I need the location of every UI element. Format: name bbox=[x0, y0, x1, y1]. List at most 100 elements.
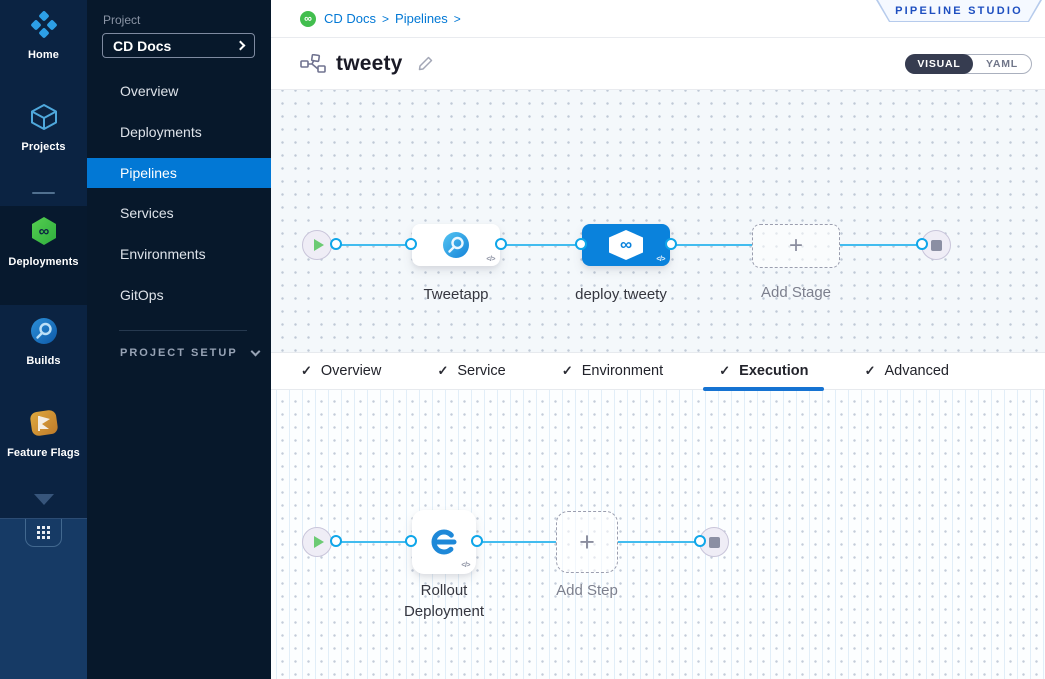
check-icon: ✓ bbox=[301, 363, 312, 378]
code-icon[interactable]: </> bbox=[486, 256, 495, 263]
edit-pencil-icon[interactable] bbox=[417, 55, 434, 72]
sidebar-bottom-divider bbox=[0, 518, 87, 519]
infinity-glyph: ∞ bbox=[619, 235, 633, 254]
breadcrumb-separator: > bbox=[453, 11, 461, 26]
breadcrumb-project-link[interactable]: CD Docs bbox=[324, 11, 377, 26]
connector-port[interactable] bbox=[471, 535, 483, 547]
project-name: CD Docs bbox=[113, 37, 172, 54]
sidebar-item-label: Feature Flags bbox=[7, 447, 80, 459]
project-section-label: Project bbox=[103, 13, 141, 27]
menu-label: GitOps bbox=[120, 287, 164, 303]
edge bbox=[501, 244, 581, 246]
module-sidebar: Home Projects ∞ Deployments bbox=[0, 0, 87, 679]
check-icon: ✓ bbox=[561, 363, 573, 378]
tab-label: Environment bbox=[581, 363, 664, 379]
connector-port[interactable] bbox=[330, 535, 342, 547]
toggle-yaml[interactable]: YAML bbox=[986, 58, 1018, 70]
edge bbox=[618, 541, 700, 543]
step-node-rollout-deployment[interactable]: </> bbox=[412, 510, 476, 574]
active-tab-underline bbox=[703, 387, 825, 391]
breadcrumb: ∞ CD Docs > Pipelines > PIPELINE STUDIO bbox=[271, 0, 1045, 38]
tab-advanced[interactable]: ✓ Advanced bbox=[865, 352, 949, 390]
pipeline-name: tweety bbox=[336, 51, 403, 75]
tab-label: Advanced bbox=[884, 363, 949, 379]
sidebar-item-gitops[interactable]: GitOps bbox=[87, 280, 271, 310]
edge bbox=[336, 541, 411, 543]
tab-label: Execution bbox=[739, 363, 809, 379]
menu-label: Pipelines bbox=[120, 165, 177, 181]
sidebar-item-deployments[interactable]: ∞ Deployments bbox=[0, 215, 87, 268]
sidebar-item-feature-flags[interactable]: Feature Flags bbox=[0, 408, 87, 459]
sidebar-item-pipelines[interactable]: Pipelines bbox=[87, 158, 271, 188]
connector-port[interactable] bbox=[665, 238, 677, 250]
tab-execution[interactable]: ✓ Execution bbox=[703, 352, 825, 391]
check-icon: ✓ bbox=[719, 363, 731, 378]
pipeline-start-node[interactable] bbox=[302, 230, 332, 260]
add-step-button[interactable]: + bbox=[556, 511, 618, 573]
edge bbox=[477, 541, 556, 543]
connector-port[interactable] bbox=[330, 238, 342, 250]
pipeline-icon bbox=[300, 53, 326, 73]
sidebar-item-label: Home bbox=[28, 49, 59, 61]
toggle-visual[interactable]: VISUAL bbox=[905, 54, 973, 74]
project-setup-label: PROJECT SETUP bbox=[120, 347, 238, 359]
check-icon: ✓ bbox=[437, 363, 449, 378]
project-setup-toggle[interactable]: PROJECT SETUP bbox=[120, 346, 261, 359]
tab-service[interactable]: ✓ Service bbox=[437, 352, 505, 390]
build-stage-icon bbox=[443, 232, 469, 258]
play-icon bbox=[313, 239, 324, 251]
step-label: Rollout Deployment bbox=[403, 582, 485, 620]
stage-node-deploy-tweety[interactable]: ∞ </> bbox=[582, 224, 670, 266]
sidebar-item-overview[interactable]: Overview bbox=[87, 76, 271, 106]
module-grid-button[interactable] bbox=[25, 519, 62, 547]
chevron-right-icon bbox=[235, 40, 246, 51]
edge bbox=[671, 244, 752, 246]
sidebar-item-builds[interactable]: Builds bbox=[0, 316, 87, 367]
main-content: ∞ CD Docs > Pipelines > PIPELINE STUDIO … bbox=[271, 0, 1045, 679]
project-selector[interactable]: CD Docs bbox=[102, 33, 255, 58]
code-icon[interactable]: </> bbox=[461, 562, 470, 569]
tab-overview[interactable]: ✓ Overview bbox=[301, 352, 381, 390]
edge bbox=[840, 244, 922, 246]
sidebar-item-home[interactable]: Home bbox=[0, 10, 87, 61]
stage-canvas[interactable]: </> ∞ </> + Tweetapp deploy tweety Add S… bbox=[271, 90, 1045, 352]
stop-icon bbox=[930, 239, 942, 251]
connector-port[interactable] bbox=[495, 238, 507, 250]
project-sidebar: Project CD Docs Overview Deployments Pip… bbox=[87, 0, 271, 679]
connector-port[interactable] bbox=[916, 238, 928, 250]
stage-label: deploy tweety bbox=[575, 286, 667, 303]
tab-label: Overview bbox=[320, 363, 382, 379]
stop-icon bbox=[708, 536, 720, 548]
execution-canvas[interactable]: </> + Rollout Deployment Add Step bbox=[271, 390, 1045, 679]
menu-label: Services bbox=[120, 205, 174, 221]
breadcrumb-pipelines-link[interactable]: Pipelines bbox=[395, 11, 448, 26]
sidebar-divider bbox=[32, 192, 55, 194]
sidebar-item-label: Deployments bbox=[8, 256, 79, 268]
add-stage-button[interactable]: + bbox=[752, 224, 840, 268]
chevron-down-icon bbox=[250, 346, 261, 357]
sidebar-item-services[interactable]: Services bbox=[87, 198, 271, 228]
pipeline-studio-label: PIPELINE STUDIO bbox=[895, 4, 1023, 17]
feature-flags-icon bbox=[29, 410, 58, 436]
plus-icon: + bbox=[788, 232, 803, 259]
tab-label: Service bbox=[457, 363, 506, 379]
visual-yaml-toggle[interactable]: VISUAL YAML bbox=[905, 54, 1032, 74]
tab-environment[interactable]: ✓ Environment bbox=[562, 352, 663, 390]
connector-port[interactable] bbox=[405, 535, 417, 547]
sidebar-divider bbox=[119, 330, 247, 331]
stage-node-tweetapp[interactable]: </> bbox=[412, 224, 500, 266]
pipeline-studio-badge: PIPELINE STUDIO bbox=[876, 0, 1042, 22]
sidebar-item-deployments[interactable]: Deployments bbox=[87, 117, 271, 147]
execution-start-node[interactable] bbox=[302, 527, 332, 557]
menu-label: Overview bbox=[120, 83, 179, 99]
code-icon[interactable]: </> bbox=[656, 256, 665, 263]
step-label: Add Step bbox=[556, 582, 618, 599]
sidebar-item-projects[interactable]: Projects bbox=[0, 102, 87, 153]
connector-port[interactable] bbox=[405, 238, 417, 250]
connector-port[interactable] bbox=[694, 535, 706, 547]
connector-port[interactable] bbox=[575, 238, 587, 250]
sidebar-more-chevron-icon[interactable] bbox=[34, 494, 54, 505]
sidebar-item-environments[interactable]: Environments bbox=[87, 239, 271, 269]
rollout-deployment-icon bbox=[431, 529, 457, 555]
